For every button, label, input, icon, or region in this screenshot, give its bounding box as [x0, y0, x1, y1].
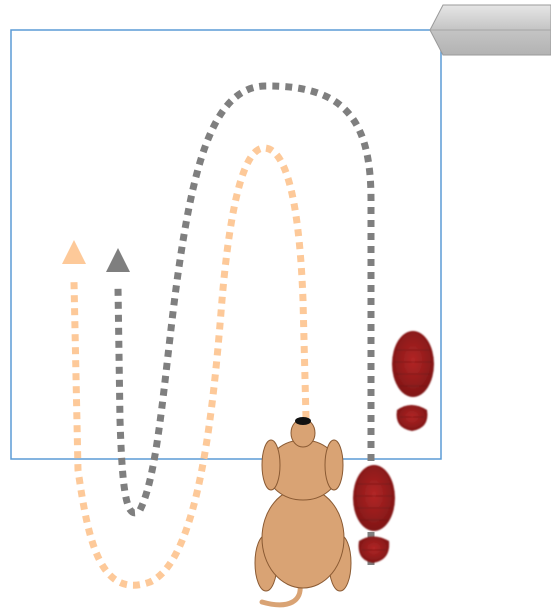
hexagon-marker-icon	[429, 4, 551, 56]
handler-path	[114, 82, 375, 565]
shoe-print-icon	[353, 465, 395, 563]
dog-top-view-icon	[254, 417, 352, 608]
dog-path-arrowhead	[62, 240, 86, 264]
dog-tail	[259, 582, 303, 608]
field-boundary	[10, 29, 442, 460]
dog-path	[70, 144, 310, 589]
handler-path-arrowhead	[106, 248, 130, 272]
dog-nose	[295, 417, 311, 425]
shoe-print-icon	[392, 331, 434, 431]
